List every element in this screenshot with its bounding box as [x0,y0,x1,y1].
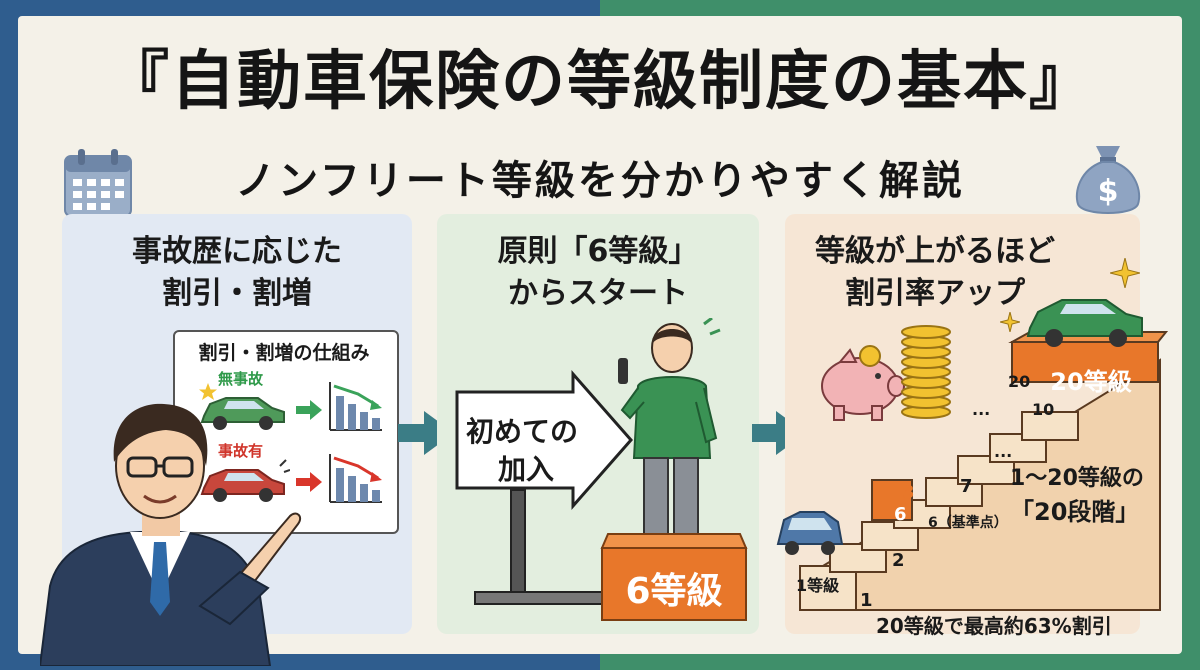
step-10: 10 [1032,400,1055,419]
grade-1-label: 1等級 [796,576,840,595]
panel2-heading-line1: 原則「6等級」 [497,234,699,269]
panel3-heading-line2: 割引率アップ [845,276,1025,311]
dollar-sign: $ [1097,174,1119,209]
calendar-icon [64,149,132,217]
man-with-key-illustration [618,318,721,544]
step-dots-2: ... [972,400,991,419]
step-2: 2 [892,550,905,571]
grade-20-label: 20等級 [1050,368,1132,396]
range-label-line1: 1～20等級の [1010,466,1144,491]
step-6-note: 6（基準点） [928,515,1008,531]
piggy-bank-icon [821,348,905,421]
page-title: 『自動車保険の等級制度の基本』 [105,45,1095,119]
coin-icon [859,345,881,367]
step-1: 1 [860,590,873,611]
signpost-illustration [455,370,635,605]
sign-text-line2: 加入 [498,453,555,486]
step-dots-1: ... [994,442,1013,461]
panel3-heading-line1: 等級が上がるほど [815,234,1055,269]
page-subtitle: ノンフリート等級を分かりやすく解説 [235,158,965,204]
sign-text-line1: 初めての [466,415,579,448]
star-icon [199,383,217,400]
green-car-icon [200,397,285,430]
step-3: 3 [902,482,915,503]
sparkle-icon [1110,258,1140,288]
businessman-illustration [40,403,302,666]
increasing-chart-icon [329,454,382,503]
top-green-car-icon [1026,299,1143,347]
flow-arrow-2-shaft [752,424,778,442]
green-arrow-icon [296,400,322,420]
range-label-line2: 「20段階」 [1010,498,1140,526]
money-bag-icon [1075,146,1141,214]
accident-label: 事故有 [218,442,264,460]
footer-max-discount: 20等級で最高約63%割引 [876,614,1112,638]
panel2-heading-line2: からスタート [508,276,688,311]
step-6: 6 [894,504,907,525]
pedestal-label: 6等級 [625,571,723,612]
step-20: 20 [1008,372,1031,391]
decreasing-chart-icon [329,382,382,431]
panel1-heading-line1: 事故歴に応じた [132,234,342,269]
step-7: 7 [960,476,973,497]
red-car-icon [200,459,290,502]
red-arrow-icon [296,472,322,492]
bottom-blue-car-icon [776,511,844,555]
grade-staircase-illustration [799,331,1169,611]
sparkle-small-icon [1000,312,1020,332]
coin-stack-icon [901,325,951,419]
panel1-heading-line2: 割引・割増 [162,276,312,311]
grade-6-pedestal [600,533,748,621]
no-accident-label: 無事故 [218,370,264,388]
flow-arrow-1-shaft [398,424,426,442]
mechanism-box-title: 割引・割増の仕組み [198,342,370,364]
